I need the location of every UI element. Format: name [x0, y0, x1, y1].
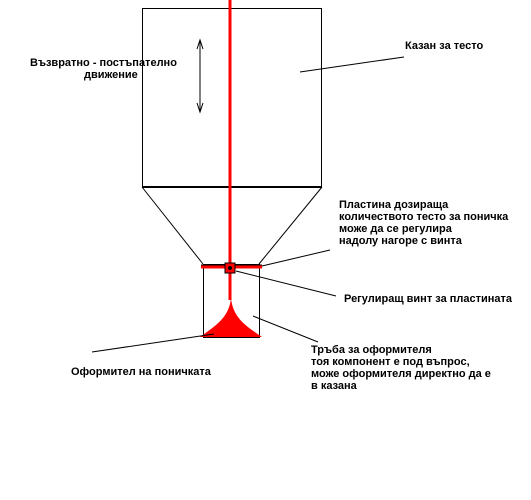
leader-shaper-tube [252, 315, 319, 343]
leader-adjusting-screw [235, 270, 337, 297]
label-dosing-plate-2: количеството тесто за поничка [339, 211, 509, 223]
funnel-left-side [141, 186, 204, 265]
donut-shaper [200, 298, 262, 337]
label-shaper-tube-2: тоя компонент е под въпрос, [311, 356, 470, 368]
label-dough-tank: Казан за тесто [405, 40, 484, 52]
label-donut-shaper: Оформител на поничката [71, 366, 211, 378]
double-arrow-vertical-icon [196, 38, 204, 114]
adjusting-screw-center [228, 266, 232, 270]
funnel-right-side [258, 186, 323, 265]
label-shaper-tube-4: в казана [311, 380, 357, 392]
label-adjusting-screw: Регулиращ винт за пластината [344, 293, 513, 305]
label-dosing-plate-3: може да се регулира [339, 223, 452, 235]
label-dosing-plate-1: Пластина дозираща [339, 199, 449, 211]
leader-shaper [91, 333, 215, 353]
leader-dough-tank [299, 56, 405, 73]
label-shaper-tube-3: може оформителя директно да е [311, 368, 491, 380]
label-reciprocating-motion-1: Възвратно - постъпателно [30, 57, 177, 69]
dough-tank [142, 8, 322, 187]
label-dosing-plate-4: надолу нагоре с винта [339, 235, 462, 247]
leader-dosing-plate [261, 249, 331, 267]
label-shaper-tube-1: Тръба за оформителя [311, 344, 432, 356]
label-reciprocating-motion-2: движение [84, 69, 138, 81]
